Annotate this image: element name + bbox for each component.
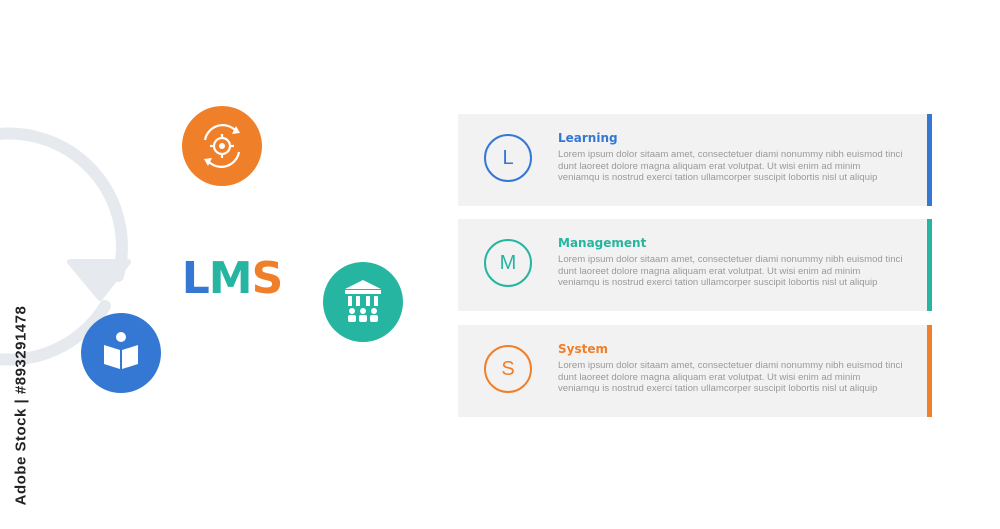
panel-letter-badge: L [484,134,532,182]
panel-learning: L Learning Lorem ipsum dolor sitaam amet… [458,114,932,206]
gear-cycle-icon [203,124,241,168]
reader-node [81,313,161,393]
center-letter-s: S [251,253,284,304]
panel-body-text: Lorem ipsum dolor sitaam amet, consectet… [558,254,903,288]
gear-cycle-node [182,106,262,186]
center-letter-m: M [208,253,253,304]
panel-accent-bar [927,219,932,311]
panel-title: Learning [558,131,618,145]
reader-icon [104,332,138,369]
cycle-arrowhead [67,259,131,301]
cycle-ring-arc [0,127,128,366]
panel-body-text: Lorem ipsum dolor sitaam amet, consectet… [558,149,903,183]
panel-title: System [558,342,608,356]
institution-icon [345,280,381,322]
panel-body-text: Lorem ipsum dolor sitaam amet, consectet… [558,360,903,394]
panel-accent-bar [927,114,932,206]
panel-management: M Management Lorem ipsum dolor sitaam am… [458,219,932,311]
panel-accent-bar [927,325,932,417]
panel-system: S System Lorem ipsum dolor sitaam amet, … [458,325,932,417]
panel-title: Management [558,236,647,250]
panel-letter-badge: S [484,345,532,393]
panel-letter-badge: M [484,239,532,287]
institution-node [323,262,403,342]
center-title: LMS [172,252,292,306]
stock-id-label: Adobe Stock | #893291478 [8,290,34,520]
center-letter-l: L [181,253,210,304]
stock-id-text: Adobe Stock | #893291478 [12,305,30,505]
